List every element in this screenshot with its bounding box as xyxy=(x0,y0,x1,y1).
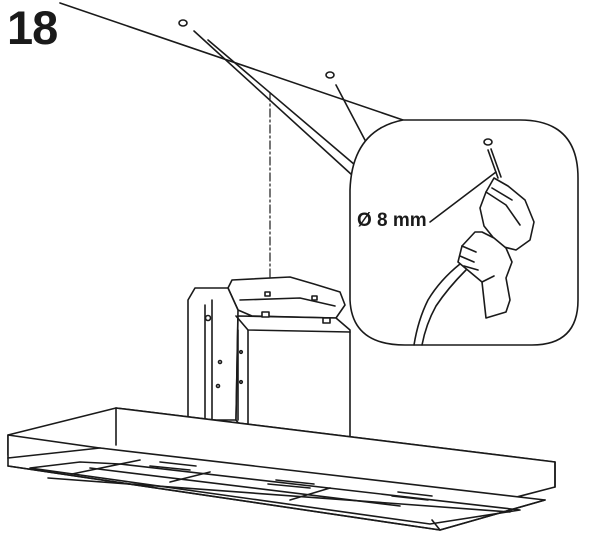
callout-pointer-right xyxy=(335,84,367,143)
drill-diameter-label: Ø 8 mm xyxy=(355,210,429,231)
hand-icon xyxy=(457,231,513,319)
ceiling-hole-left xyxy=(178,19,188,27)
chimney-front-panel xyxy=(235,315,351,439)
callout-pointer-left xyxy=(193,30,353,176)
chimney-left-panel xyxy=(187,287,239,421)
chimney-top xyxy=(227,276,346,319)
drill-cord xyxy=(413,263,461,346)
drill-bit xyxy=(487,148,502,179)
detail-label-line xyxy=(429,171,497,223)
ceiling-hole-right xyxy=(325,71,335,79)
step-number: 18 xyxy=(7,1,58,54)
detail-panel xyxy=(349,119,579,346)
filter-divider-2 xyxy=(289,487,331,501)
power-drill-icon xyxy=(413,177,535,346)
ceiling-line xyxy=(59,2,404,121)
drill-hole-icon xyxy=(483,138,493,146)
callout-pointer-right-2 xyxy=(207,39,356,166)
filter-divider-1 xyxy=(169,471,211,483)
